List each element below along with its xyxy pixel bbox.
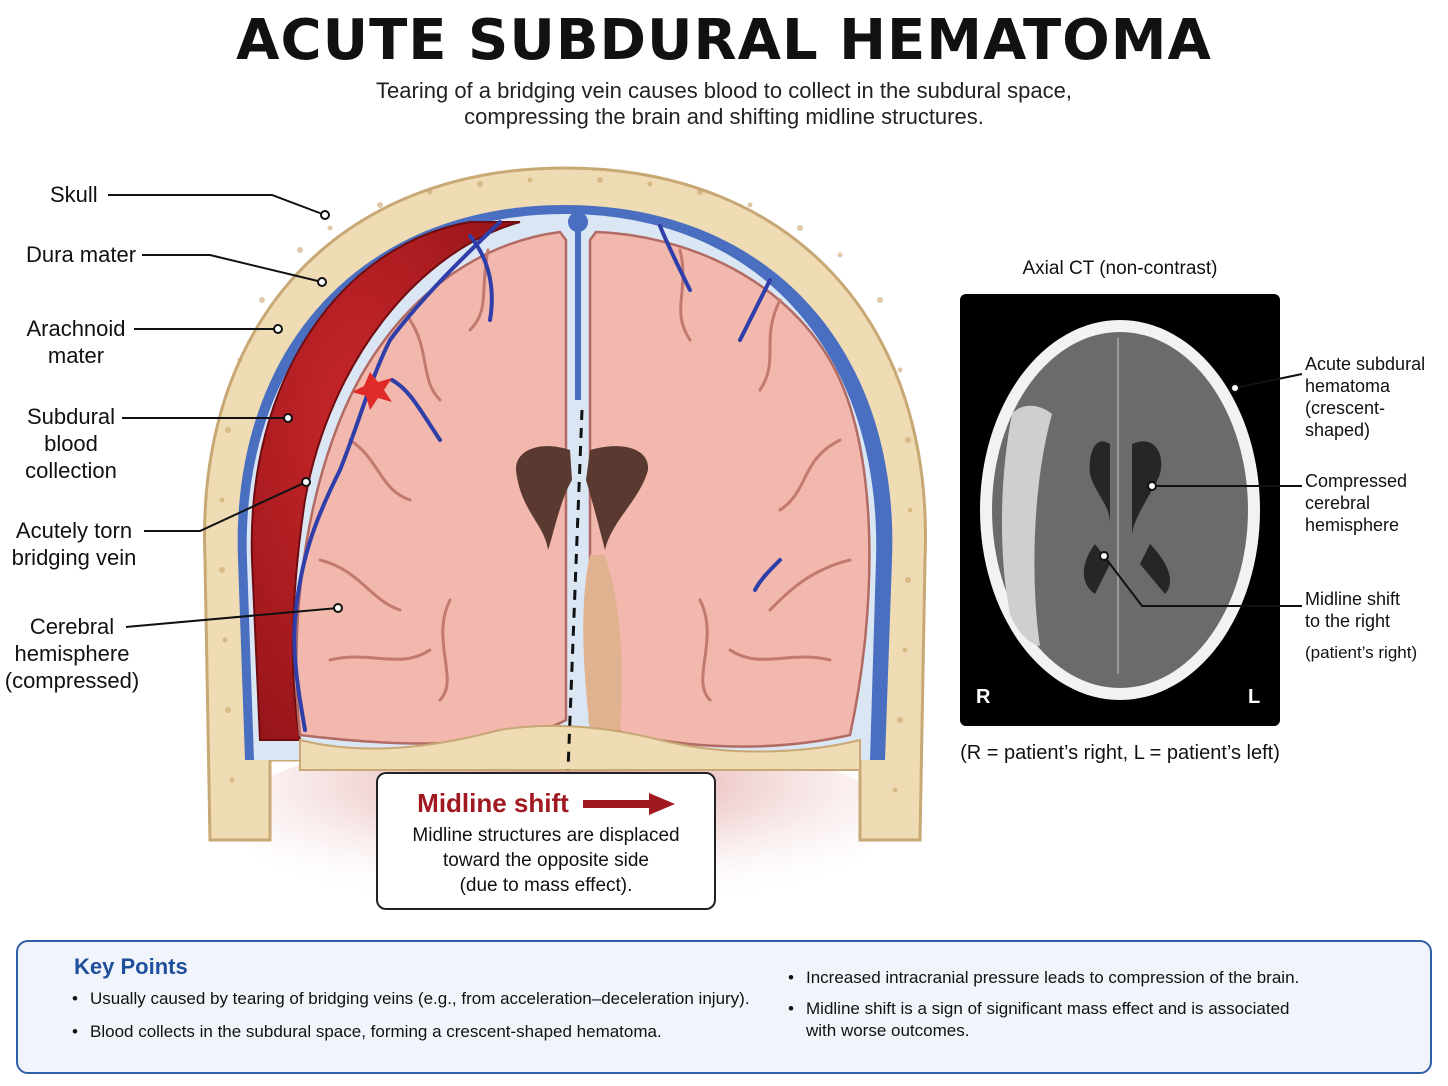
key-point-right-2-line2: with worse outcomes. [806, 1021, 970, 1040]
key-point-left-2: Blood collects in the subdural space, fo… [72, 1021, 662, 1043]
bridging-veins [292, 220, 782, 732]
ct-right-marker: R [976, 686, 991, 708]
midline-shift-box: Midline shift Midline structures are dis… [376, 772, 716, 910]
ct-shift-line1: Midline shift [1305, 589, 1401, 609]
page-title: ACUTE SUBDURAL HEMATOMA [236, 8, 1212, 73]
key-point-right-2: Midline shift is a sign of significant m… [788, 998, 1289, 1042]
label-hemisphere-line2: hemisphere [14, 641, 130, 666]
label-subdural-line1: Subdural [26, 404, 116, 429]
ct-footnote: (R = patient’s right, L = patient’s left… [960, 742, 1280, 764]
label-torn-vein: Acutely torn bridging vein [6, 517, 142, 571]
ct-image-panel: R L [960, 294, 1280, 726]
subtitle-line-1: Tearing of a bridging vein causes blood … [376, 78, 1072, 103]
ct-hematoma-line3: (crescent-shaped) [1305, 398, 1386, 440]
label-dura-mater: Dura mater [26, 242, 137, 267]
label-arachnoid-line1: Arachnoid [26, 316, 126, 341]
label-hemisphere-line1: Cerebral [29, 614, 115, 639]
ct-label-compressed: Compressed cerebral hemisphere [1305, 470, 1407, 536]
skull-base [299, 724, 861, 771]
key-point-right-2-line1: Midline shift is a sign of significant m… [806, 999, 1290, 1018]
ct-label-hematoma: Acute subdural hematoma (crescent-shaped… [1305, 353, 1448, 441]
midline-shift-heading: Midline shift [417, 788, 569, 818]
ct-hematoma-line2: hematoma [1305, 376, 1391, 396]
key-point-right-1: Increased intracranial pressure leads to… [788, 967, 1299, 989]
ct-label-shift-note: (patient’s right) [1305, 643, 1418, 662]
lateral-ventricle-right [586, 446, 649, 550]
midline-text-line1: Midline structures are displaced [412, 825, 680, 846]
ct-caption: Axial CT (non-contrast) [1022, 258, 1218, 279]
label-skull: Skull [50, 182, 98, 207]
midline-shift-text: Midline structures are displaced toward … [378, 823, 714, 898]
arrow-right-icon [582, 792, 675, 815]
midline-text-line3: (due to mass effect). [459, 875, 633, 896]
midline-dashed [566, 409, 584, 771]
label-torn-vein-line2: bridging vein [11, 545, 137, 570]
leader-lines [108, 194, 343, 628]
central-structures [583, 555, 622, 730]
label-subdural: Subdural blood collection [16, 403, 126, 484]
label-torn-vein-line1: Acutely torn [15, 518, 133, 543]
label-subdural-line3: collection [25, 458, 117, 483]
label-cerebral-hemisphere: Cerebral hemisphere (compressed) [4, 613, 140, 694]
superior-sagittal-sinus [568, 212, 588, 232]
key-points-title: Key Points [74, 954, 188, 979]
ct-scan-image [980, 320, 1260, 700]
subtitle-line-2: compressing the brain and shifting midli… [464, 104, 984, 129]
ct-compressed-line2: cerebral [1305, 493, 1371, 513]
skull-diploe [219, 177, 913, 793]
torn-vein-tear [352, 372, 392, 410]
ct-left-marker: L [1248, 686, 1261, 708]
key-points-box: Key Points Usually caused by tearing of … [16, 940, 1432, 1074]
ct-label-shift: Midline shift to the right [1305, 588, 1400, 632]
ct-compressed-line1: Compressed [1305, 471, 1408, 491]
label-subdural-line2: blood [44, 431, 98, 456]
key-point-left-1: Usually caused by tearing of bridging ve… [72, 988, 750, 1010]
ct-hematoma-line1: Acute subdural [1305, 354, 1426, 374]
ct-leader-lines [1099, 373, 1303, 607]
label-arachnoid: Arachnoid mater [20, 315, 132, 369]
lateral-ventricle-left [515, 446, 572, 550]
midline-shift-heading-row: Midline shift [378, 788, 714, 819]
label-arachnoid-line2: mater [47, 343, 105, 368]
right-hemisphere [588, 230, 871, 748]
ct-compressed-line3: hemisphere [1305, 515, 1400, 535]
midline-text-line2: toward the opposite side [443, 850, 649, 871]
label-hemisphere-line3: (compressed) [4, 668, 140, 693]
gyri-folds [318, 248, 852, 702]
ct-shift-line2: to the right [1305, 611, 1391, 631]
